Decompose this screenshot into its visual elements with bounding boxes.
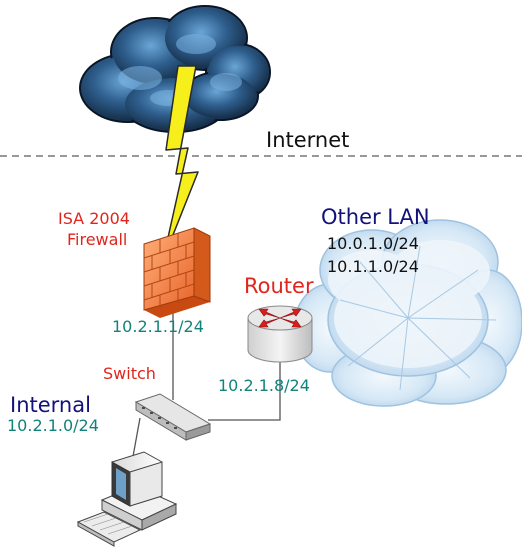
firewall-label-line2: Firewall	[67, 230, 128, 249]
other-lan-subnet-2: 10.1.1.0/24	[327, 257, 419, 276]
lightning-bolt-icon	[162, 65, 199, 261]
switch-label: Switch	[103, 364, 156, 383]
internal-subnet-label: 10.2.1.0/24	[7, 416, 99, 435]
firewall-label: ISA 2004	[58, 209, 130, 228]
other-lan-subnet-1: 10.0.1.0/24	[327, 234, 419, 253]
internal-label: Internal	[10, 393, 91, 417]
router-ip-label: 10.2.1.8/24	[218, 376, 310, 395]
cloud-icon	[293, 219, 522, 407]
brick-firewall-icon	[143, 227, 211, 318]
internet-label: Internet	[266, 128, 350, 152]
desktop-computer-icon	[76, 451, 178, 547]
network-switch-icon	[134, 393, 212, 441]
other-lan-label: Other LAN	[321, 205, 430, 229]
network-links	[131, 312, 281, 463]
router-label: Router	[244, 274, 314, 298]
firewall-ip-label: 10.2.1.1/24	[112, 317, 204, 336]
router-icon	[247, 305, 313, 363]
